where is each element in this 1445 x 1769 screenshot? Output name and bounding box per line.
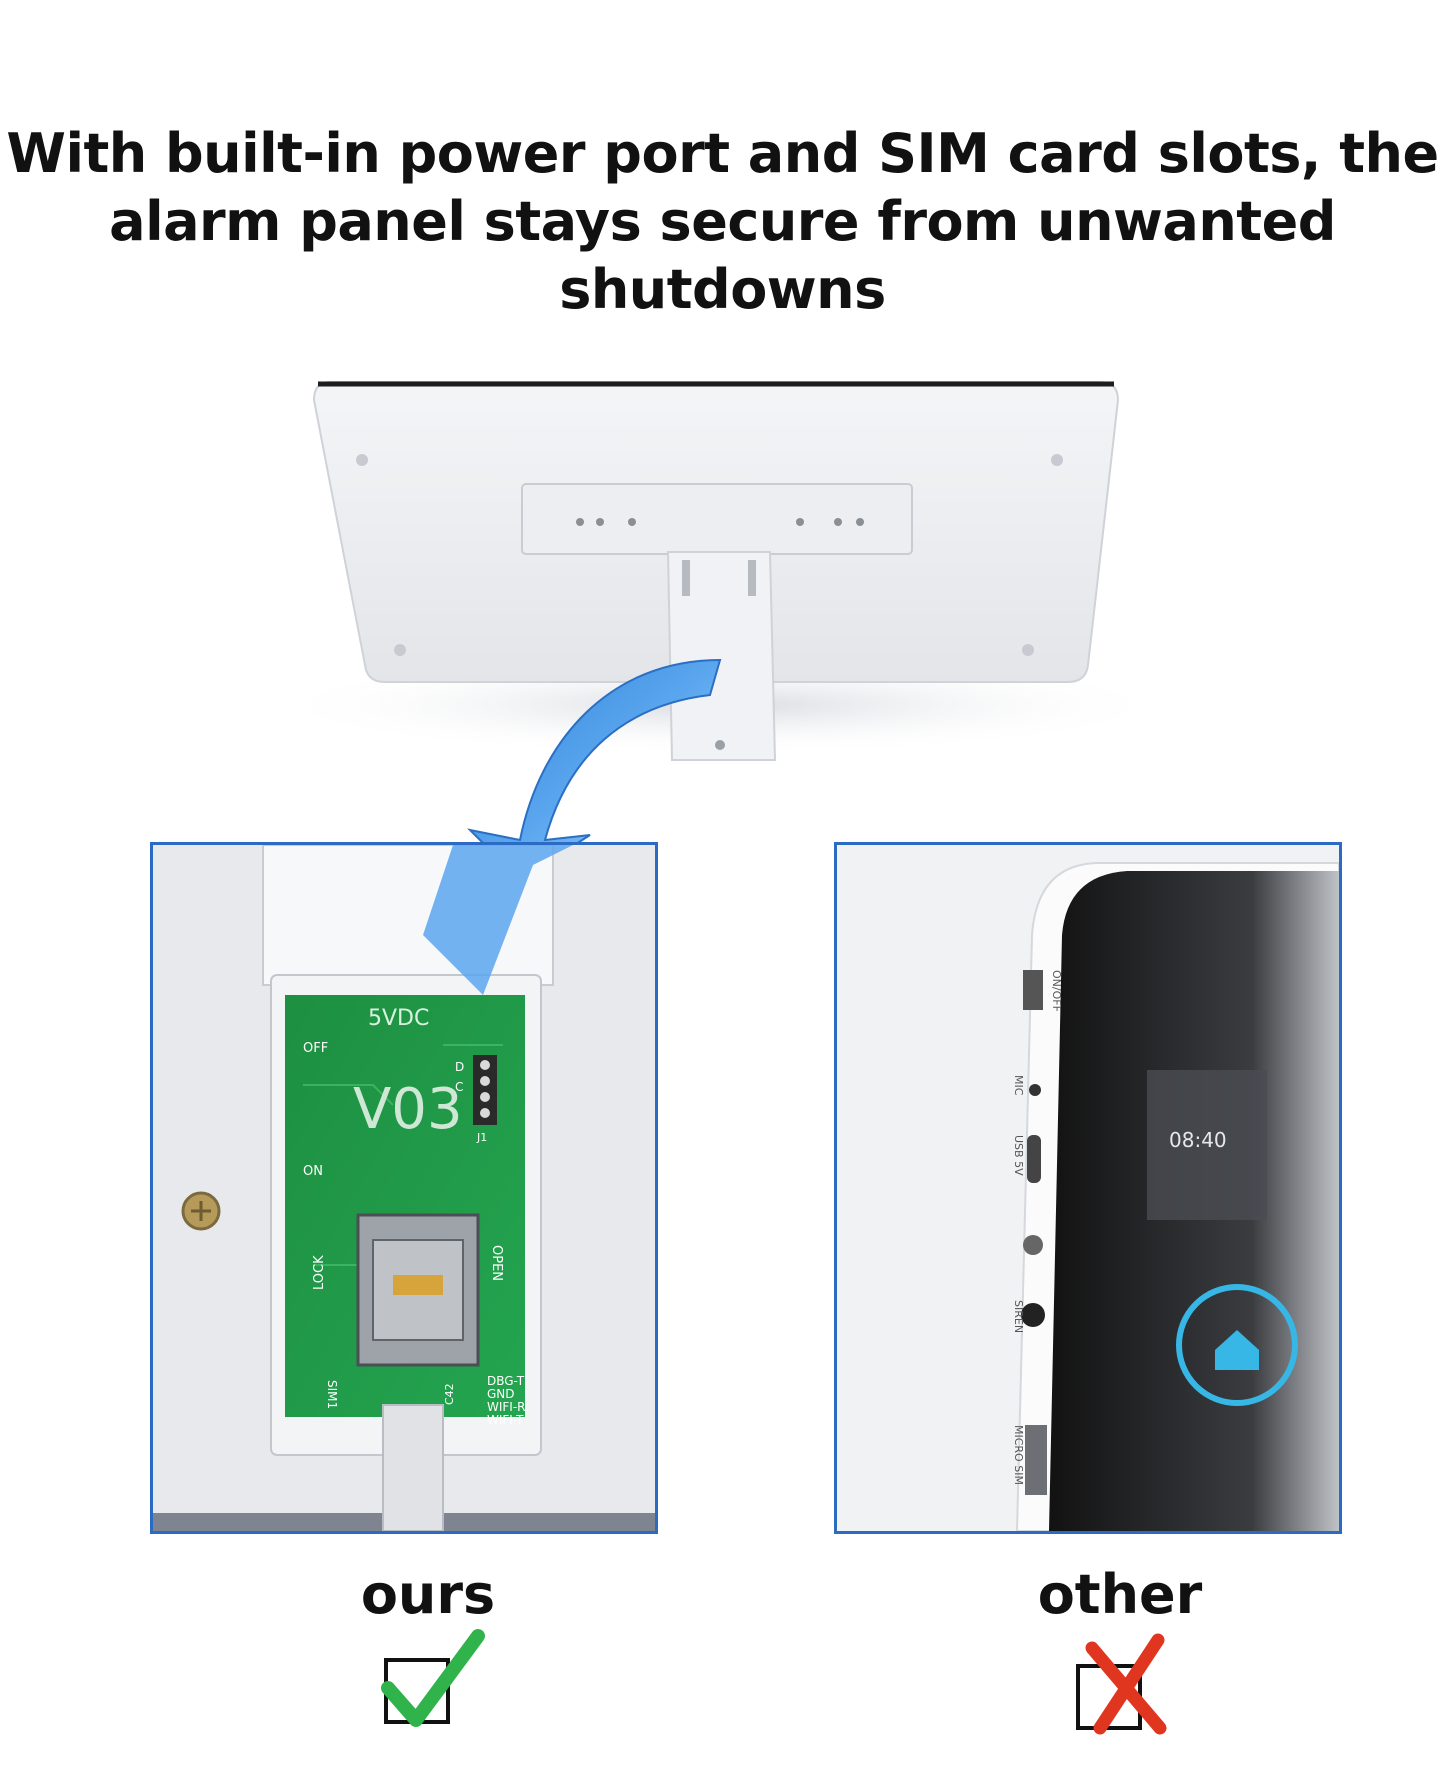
pin-label-j1: J1 [476, 1131, 487, 1144]
onoff-label: ON/OFF [1050, 970, 1063, 1012]
off-label: OFF [303, 1041, 328, 1056]
open-label: OPEN [489, 1245, 504, 1281]
alarm-panel-back-photo [260, 381, 1180, 880]
pin-label-c: C [455, 1080, 463, 1094]
screen-time: 08:40 [1169, 1128, 1227, 1152]
sim1-label: SIM1 [325, 1380, 339, 1409]
mic-hole-icon [1029, 1084, 1041, 1096]
power-label: 5VDC [368, 1006, 429, 1031]
power-switch-icon [1023, 970, 1043, 1010]
ours-caption: ours [360, 1563, 496, 1626]
model-label: V03 [353, 1077, 463, 1142]
pin-label-d: D [455, 1060, 464, 1074]
pin-label-wifi-t: WIFI-T [487, 1413, 524, 1427]
pin-label-wifi-r: WIFI-R [487, 1400, 526, 1414]
siren-label: SIREN [1012, 1300, 1025, 1333]
micro-sim-slot-icon [1025, 1425, 1047, 1495]
headline: With built-in power port and SIM card sl… [0, 120, 1445, 324]
siren-jack-icon [1021, 1303, 1045, 1327]
mic-label: MIC [1012, 1075, 1025, 1096]
ours-closeup-panel: 5VDC V03 OFF ON D C J1 LOCK SIM1 OPEN C4… [150, 842, 658, 1534]
pin-label-dbg-t: DBG-T [487, 1374, 525, 1388]
lock-label: LOCK [312, 1255, 327, 1290]
cross-icon [1076, 1633, 1167, 1735]
micro-sim-label: MICRO SIM [1012, 1425, 1025, 1485]
usb-port-icon [1027, 1135, 1041, 1183]
home-button-icon [1176, 1284, 1298, 1406]
usb-label: USB 5V [1012, 1135, 1025, 1176]
check-icon [381, 1629, 485, 1727]
on-label: ON [303, 1164, 323, 1179]
headline-line-2: alarm panel stays secure from unwanted s… [109, 190, 1336, 321]
component-label: C42 [443, 1383, 456, 1405]
pin-label-gnd: GND [487, 1387, 515, 1401]
button-icon [1023, 1235, 1043, 1255]
other-closeup-panel: 08:40 ON/OFF MIC USB 5V SIREN MICRO SIM [834, 842, 1342, 1534]
headline-line-1: With built-in power port and SIM card sl… [6, 122, 1439, 185]
arrow-tip-icon [423, 845, 573, 995]
other-caption: other [1037, 1563, 1203, 1626]
